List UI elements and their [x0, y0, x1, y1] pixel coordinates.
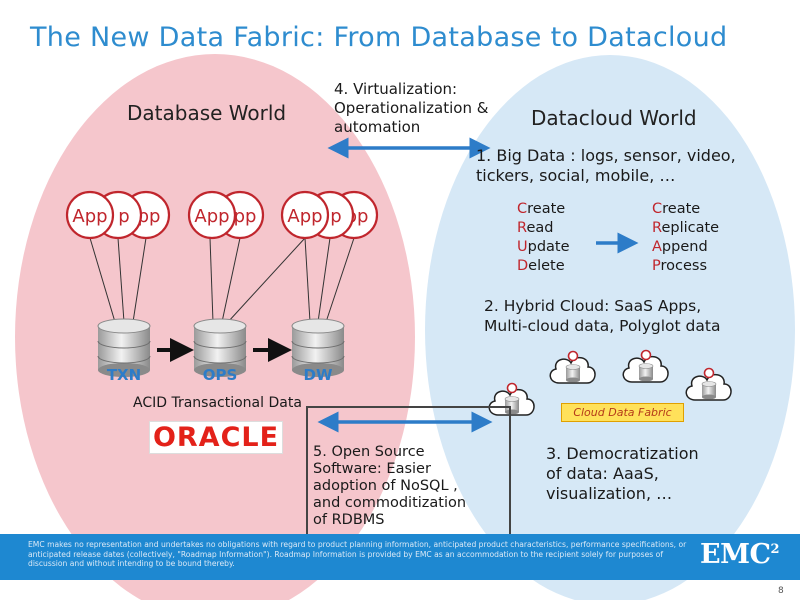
- crud-item: Create: [517, 201, 566, 217]
- crud-item: Delete: [517, 258, 565, 274]
- acid-label: ACID Transactional Data: [133, 395, 302, 411]
- emc-logo: EMC2: [700, 539, 780, 570]
- crud-item: Append: [652, 239, 708, 255]
- database-label-txn: TXN: [107, 366, 141, 384]
- page-title: The New Data Fabric: From Database to Da…: [30, 22, 728, 53]
- crud-left-list: Create Read Update Delete: [517, 200, 570, 276]
- oracle-logo: ORACLE: [149, 421, 283, 454]
- app-label: App: [194, 206, 229, 227]
- database-world-label: Database World: [127, 101, 287, 125]
- crud-item: Replicate: [652, 220, 720, 236]
- app-partial-text: pp: [138, 206, 161, 227]
- app-circle: [187, 190, 237, 240]
- cloud-data-fabric-label: Cloud Data Fabric: [561, 403, 684, 422]
- big-data-text: 1. Big Data : logs, sensor, video, ticke…: [476, 146, 736, 185]
- crud-item: Process: [652, 258, 708, 274]
- datacloud-world-label: Datacloud World: [531, 106, 697, 130]
- hybrid-cloud-text: 2. Hybrid Cloud: SaaS Apps, Multi-cloud …: [484, 297, 721, 335]
- app-label: App: [287, 206, 322, 227]
- crud-item: Read: [517, 220, 554, 236]
- democratization-text: 3. Democratization of data: AaaS, visual…: [546, 444, 699, 503]
- open-source-text: 5. Open Source Software: Easier adoption…: [313, 444, 467, 528]
- app-circle: [65, 190, 115, 240]
- crud-item: Create: [652, 201, 701, 217]
- app-group-ops: pp App: [187, 190, 265, 240]
- app-circle: [280, 190, 330, 240]
- app-partial-text: pp: [234, 206, 257, 227]
- database-label-dw: DW: [304, 366, 333, 384]
- app-group-dw: pp p App: [280, 190, 379, 240]
- crud-right-list: Create Replicate Append Process: [652, 200, 719, 276]
- footer-disclaimer: EMC makes no representation and undertak…: [28, 540, 687, 569]
- footer-bar: [0, 534, 800, 580]
- database-label-ops: OPS: [203, 366, 238, 384]
- datacloud-world-area: [425, 55, 795, 600]
- app-partial-text: p: [118, 206, 129, 227]
- app-connection-lines: [89, 237, 355, 323]
- app-label: App: [72, 206, 107, 227]
- app-partial-text: p: [330, 206, 341, 227]
- page-number: 8: [778, 586, 784, 596]
- virtualization-text: 4. Virtualization: Operationalization & …: [334, 80, 489, 136]
- crud-item: Update: [517, 239, 570, 255]
- app-group-txn: pp p App: [65, 190, 171, 240]
